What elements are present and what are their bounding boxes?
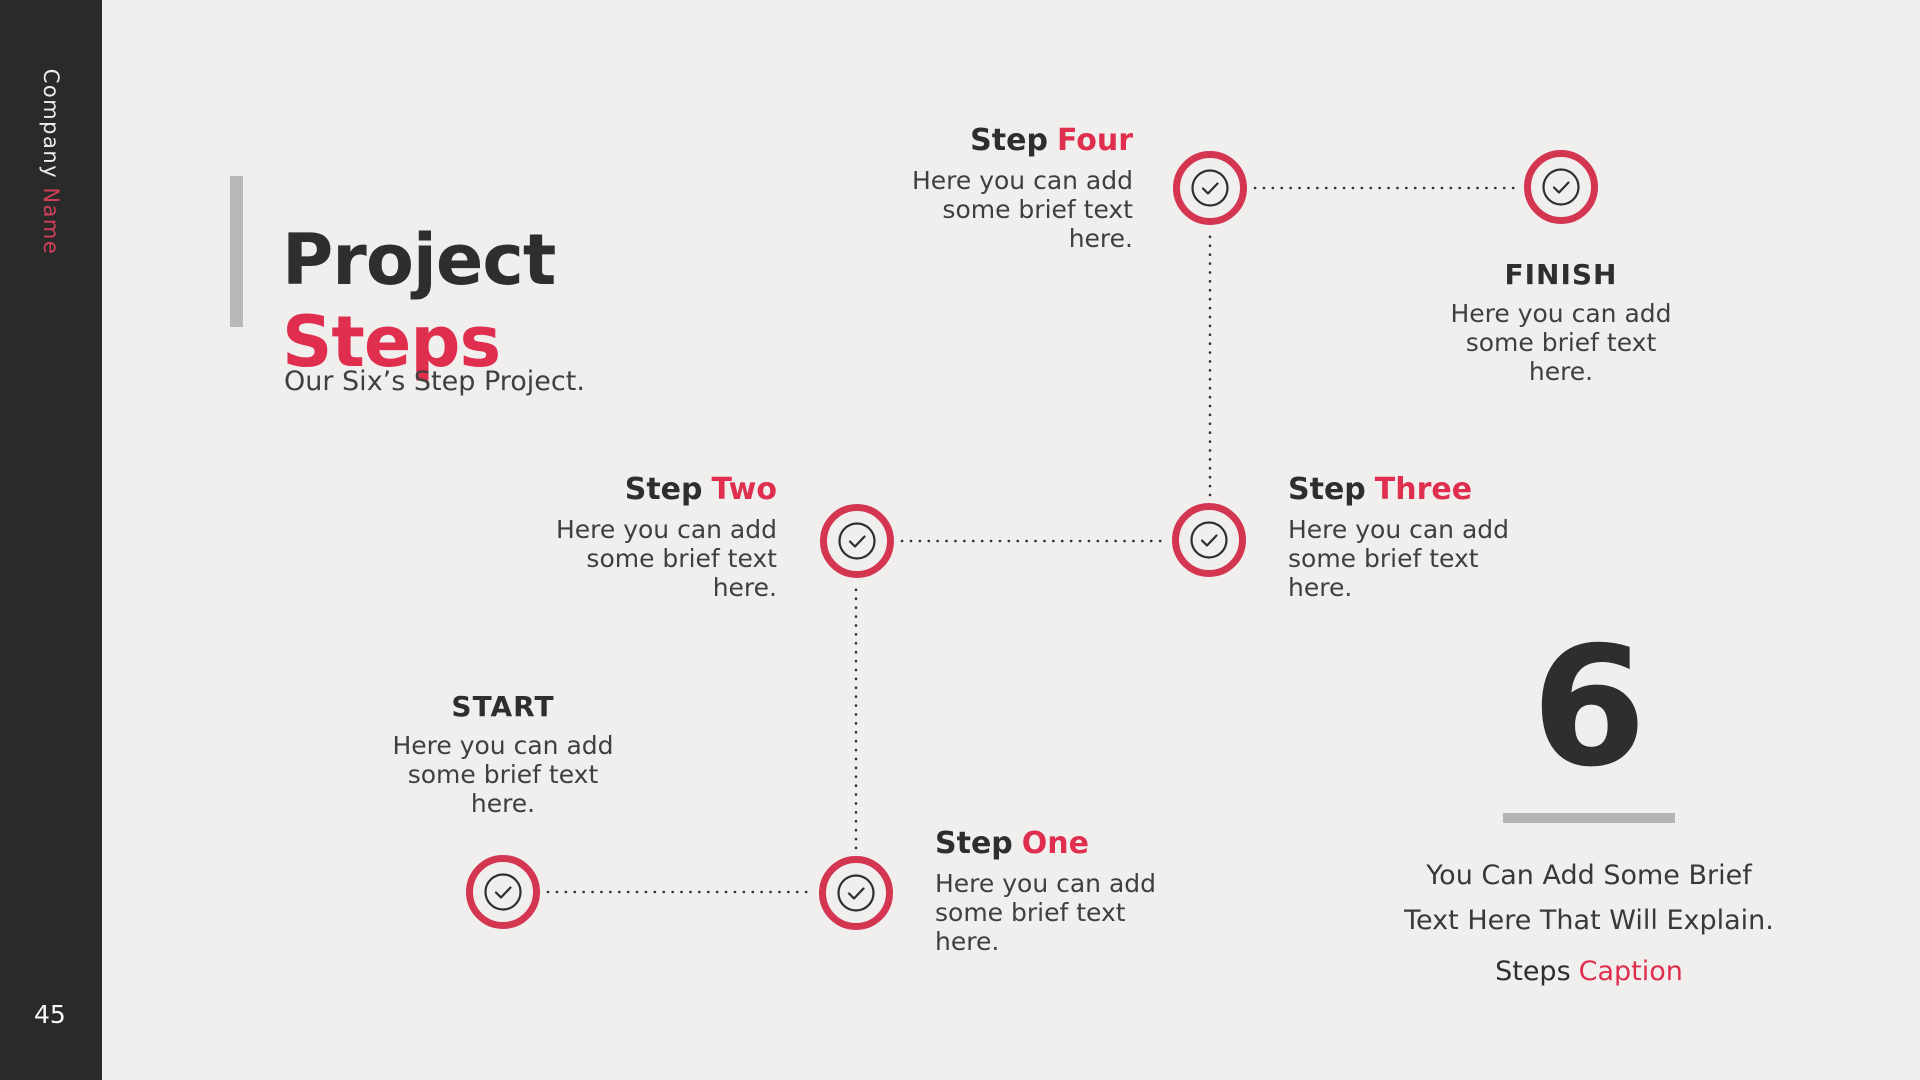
check-circle-icon: [837, 521, 877, 561]
step-label-start: START Here you can add some brief text h…: [392, 690, 613, 818]
check-circle-icon: [1541, 167, 1581, 207]
step-description-line: here.: [712, 573, 777, 602]
step-node-two: [820, 504, 894, 578]
step-node-finish: [1524, 150, 1598, 224]
step-description-line: here.: [935, 927, 1000, 956]
page-title-line2: Steps: [282, 300, 501, 383]
step-description-line: some brief text: [1465, 328, 1657, 357]
step-description-line: Here you can add: [911, 166, 1133, 195]
step-description-line: here.: [1288, 573, 1353, 602]
step-title-main: Step: [1288, 472, 1366, 507]
step-title-main: Step: [970, 123, 1048, 158]
step-description: Here you can add some brief text here.: [1450, 299, 1671, 386]
step-title-accent: One: [1021, 826, 1089, 861]
step-description-line: some brief text: [407, 760, 599, 789]
step-label-finish: FINISH Here you can add some brief text …: [1450, 258, 1671, 386]
step-description-line: here.: [470, 789, 536, 818]
step-count-number: 6: [1531, 611, 1647, 803]
step-title-accent: Four: [1056, 123, 1133, 158]
summary-caption-accent: Caption: [1578, 956, 1683, 987]
step-description: Here you can add some brief text here.: [935, 869, 1156, 956]
step-node-three: [1172, 503, 1246, 577]
title-accent-bar: [230, 176, 243, 327]
step-description-line: some brief text: [935, 898, 1126, 927]
step-description-line: some brief text: [1288, 544, 1479, 573]
check-circle-icon: [836, 873, 876, 913]
step-title-main: START: [451, 690, 555, 723]
step-title-accent: Three: [1374, 472, 1473, 507]
step-description-line: Here you can add: [935, 869, 1157, 898]
step-description: Here you can add some brief text here.: [392, 731, 613, 818]
step-title-main: FINISH: [1504, 258, 1618, 291]
step-title-main: Step: [624, 472, 703, 507]
summary-caption-main: Steps: [1495, 956, 1571, 987]
page-subtitle: Our Six’s Step Project.: [284, 366, 585, 397]
check-circle-icon: [1189, 520, 1229, 560]
step-title-accent: Two: [711, 472, 778, 507]
check-circle-icon: [1190, 168, 1230, 208]
step-title: START: [392, 690, 613, 723]
sidebar: Company Name 45: [0, 0, 102, 1080]
step-description-line: Here you can add: [392, 731, 614, 760]
step-description: Here you can add some brief text here.: [556, 515, 777, 602]
step-node-four: [1173, 151, 1247, 225]
step-description-line: Here you can add: [1288, 515, 1510, 544]
step-node-one: [819, 856, 893, 930]
step-node-start: [466, 855, 540, 929]
step-description-line: here.: [1528, 357, 1594, 386]
summary-text-line2: Text Here That Will Explain.: [1404, 905, 1774, 936]
step-description-line: here.: [1068, 224, 1133, 253]
summary-divider: [1503, 813, 1675, 823]
step-description-line: Here you can add: [1450, 299, 1672, 328]
step-description: Here you can add some brief text here.: [912, 166, 1133, 253]
step-description-line: some brief text: [586, 544, 777, 573]
step-title-main: Step: [935, 826, 1013, 861]
page-title-line1: Project: [282, 218, 556, 301]
step-description-line: Here you can add: [555, 515, 777, 544]
check-circle-icon: [483, 872, 523, 912]
step-title: FINISH: [1450, 258, 1671, 291]
page-number: 45: [34, 1000, 66, 1029]
summary-text-line1: You Can Add Some Brief: [1426, 860, 1752, 891]
step-description-line: some brief text: [942, 195, 1133, 224]
step-description: Here you can add some brief text here.: [1288, 515, 1509, 602]
